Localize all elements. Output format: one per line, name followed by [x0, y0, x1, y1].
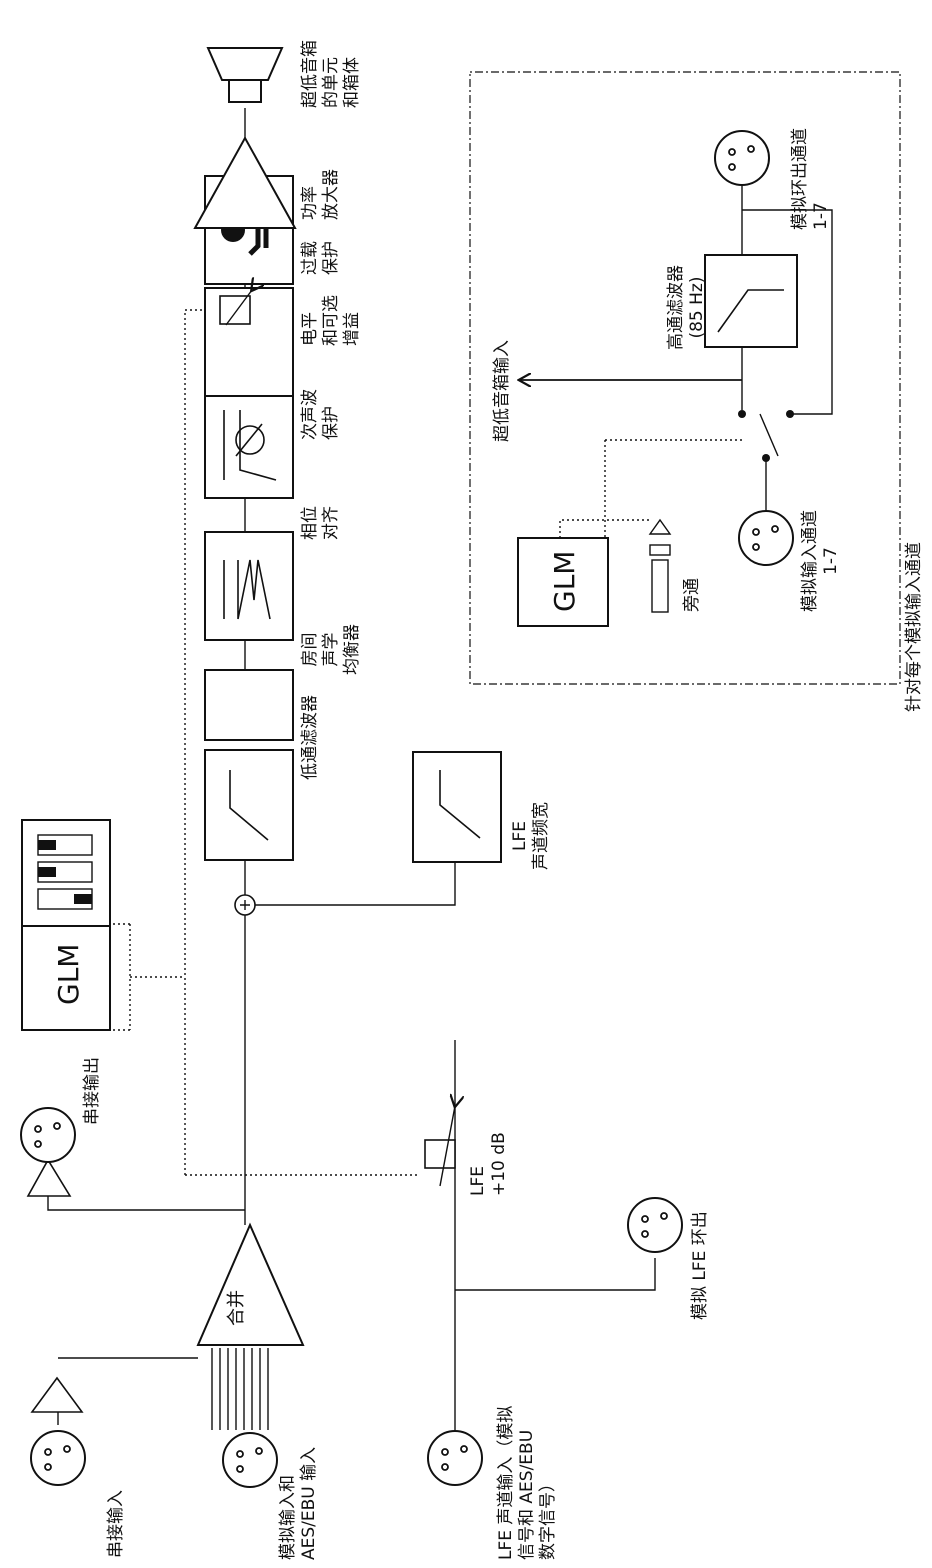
series-in-label: 串接输入 [106, 1490, 126, 1558]
lowpass-label: 低通滤波器 [300, 695, 320, 780]
level-label: 电平 和可选 增益 [300, 295, 362, 346]
lowpass-filter-box [204, 669, 294, 741]
analog-loop-out-label: 模拟环出通道 1-7 [790, 128, 831, 230]
room-eq-label: 房间 声学 均衡器 [300, 624, 362, 675]
per-channel-label: 针对每个模拟输入通道 [904, 542, 924, 712]
analog-in-label: 模拟输入和 AES/EBU 输入 [278, 1446, 319, 1560]
lfe-channel-in-label: LFE 声道输入（模拟 信号和 AES/EBU 数字信号） [496, 1405, 558, 1560]
analog-in-ch-label: 模拟输入通道 1-7 [800, 510, 841, 612]
analog-lfe-out-label: 模拟 LFE 环出 [690, 1211, 710, 1320]
glm-inset-label: GLM [548, 550, 581, 612]
driver-label: 超低音箱 的单元 和箱体 [300, 40, 362, 108]
overload-label: 过载 保护 [300, 241, 341, 275]
sub-input-label: 超低音箱输入 [492, 340, 512, 442]
phase-label: 相位 对齐 [300, 506, 341, 540]
highpass-label: 高通滤波器 (85 Hz) [666, 265, 707, 350]
lfe-bandwidth-label: LFE 声道频宽 [510, 802, 551, 870]
lfe-gain-label: LFE +10 dB [468, 1132, 509, 1196]
amp-label: 功率 放大器 [300, 169, 341, 220]
merge-label: 合并 [226, 1290, 247, 1326]
subsonic-label: 次声波 保护 [300, 389, 341, 440]
glm-label: GLM [52, 943, 85, 1005]
bypass-label: 旁通 [682, 578, 702, 612]
series-out-label: 串接输出 [82, 1057, 102, 1125]
